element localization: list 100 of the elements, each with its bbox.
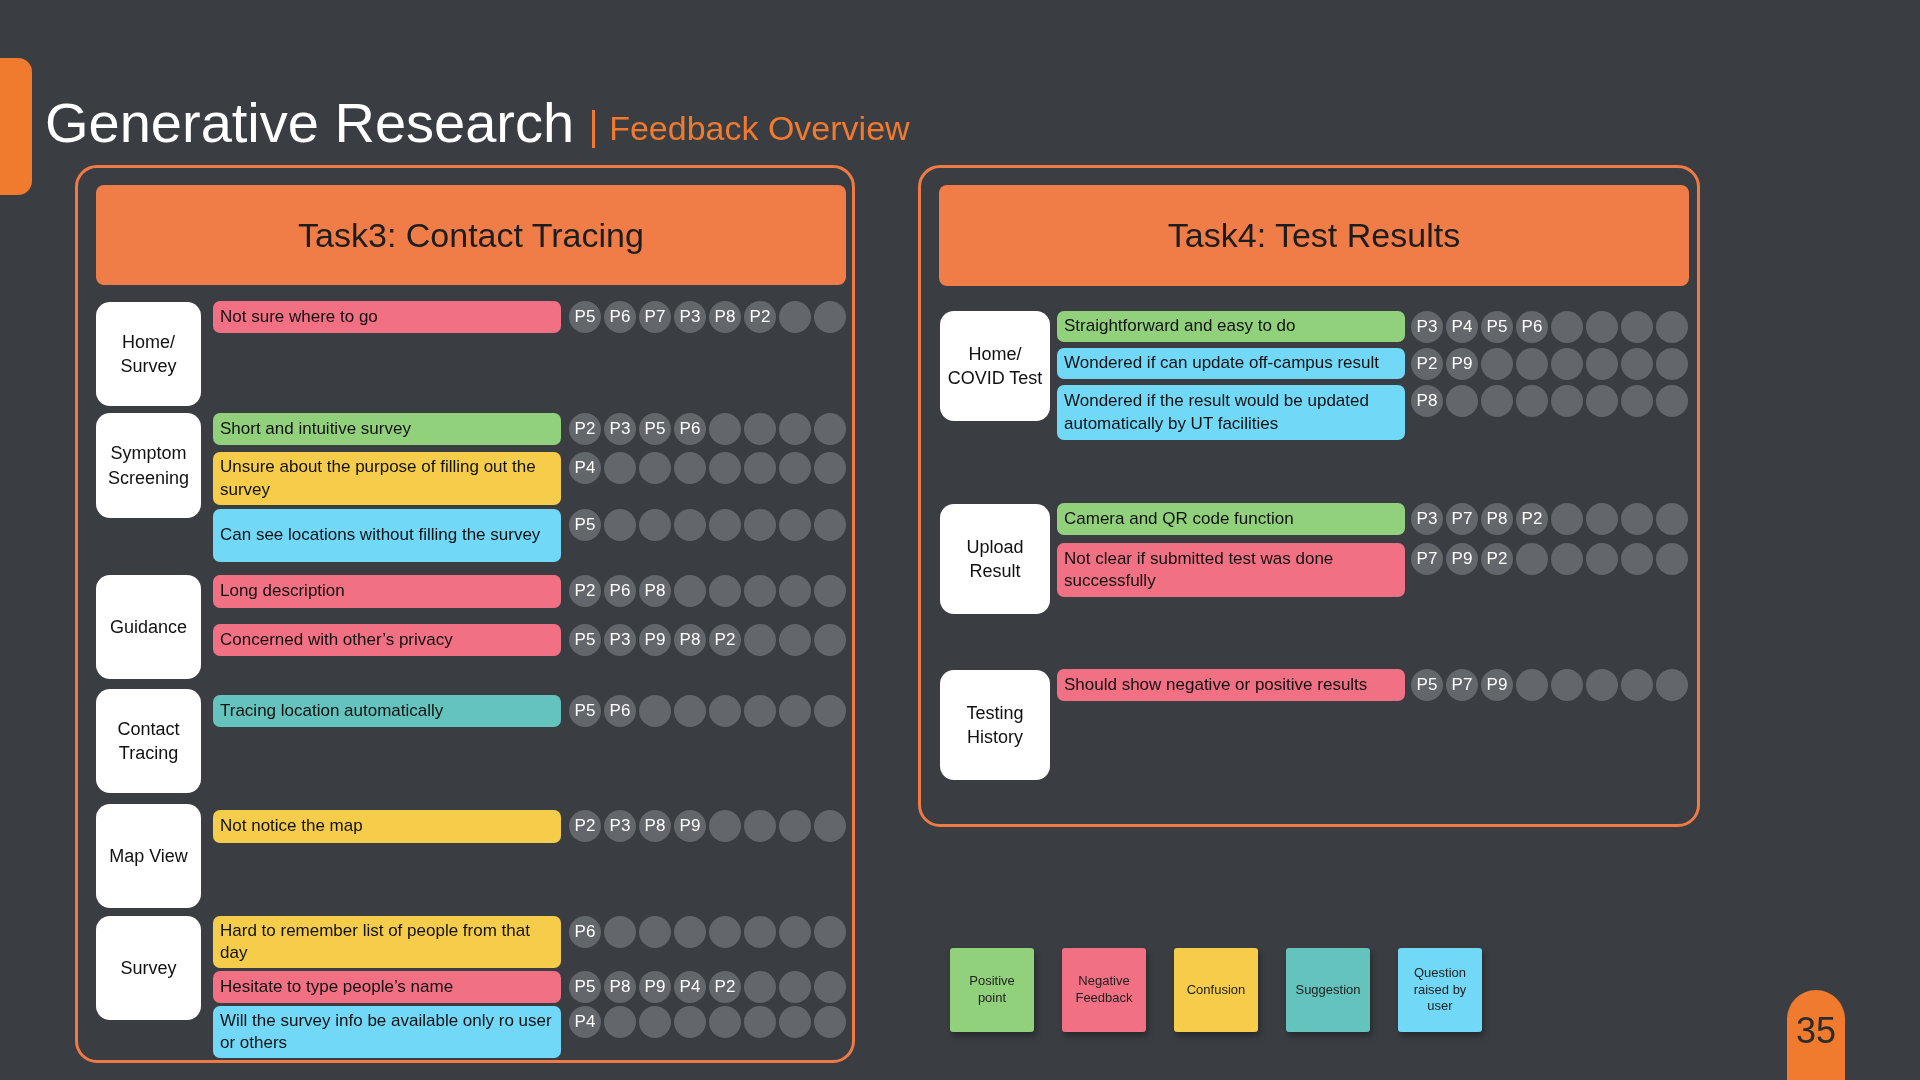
- empty-circle: [744, 509, 776, 541]
- participant-tag: P9: [639, 971, 671, 1003]
- feedback-bar: Long description: [213, 575, 561, 608]
- panel: [75, 165, 855, 1063]
- empty-circle: [814, 695, 846, 727]
- participant-tag: P9: [1446, 348, 1478, 380]
- feedback-bar: Not clear if submitted test was done successfully: [1057, 543, 1405, 597]
- participant-tag: P2: [1481, 543, 1513, 575]
- participant-tag: P3: [604, 413, 636, 445]
- empty-circle: [1551, 669, 1583, 701]
- participant-tag: P6: [1516, 311, 1548, 343]
- participant-tag: P6: [569, 916, 601, 948]
- empty-circle: [1551, 348, 1583, 380]
- empty-circle: [1621, 348, 1653, 380]
- participant-tag: P4: [569, 1006, 601, 1038]
- empty-circle: [709, 509, 741, 541]
- panel: [918, 165, 1700, 827]
- feedback-bar: Wondered if the result would be updated automatically by UT facilities: [1057, 385, 1405, 440]
- empty-circle: [709, 810, 741, 842]
- empty-circle: [1446, 385, 1478, 417]
- legend-swatch: Positive point: [950, 948, 1034, 1032]
- empty-circle: [1656, 503, 1688, 535]
- empty-circle: [709, 413, 741, 445]
- empty-circle: [1656, 311, 1688, 343]
- participant-tag: P2: [744, 301, 776, 333]
- empty-circle: [779, 452, 811, 484]
- feedback-bar: Can see locations without filling the survey: [213, 509, 561, 562]
- empty-circle: [814, 624, 846, 656]
- empty-circle: [814, 413, 846, 445]
- empty-circle: [814, 301, 846, 333]
- legend-swatch: Question raised by user: [1398, 948, 1482, 1032]
- empty-circle: [1586, 503, 1618, 535]
- empty-circle: [1551, 503, 1583, 535]
- empty-circle: [779, 413, 811, 445]
- empty-circle: [1621, 311, 1653, 343]
- participant-tag: P2: [569, 413, 601, 445]
- empty-circle: [1516, 669, 1548, 701]
- empty-circle: [674, 695, 706, 727]
- empty-circle: [1621, 385, 1653, 417]
- participant-tag: P2: [569, 810, 601, 842]
- empty-circle: [1621, 543, 1653, 575]
- participant-tag: P3: [674, 301, 706, 333]
- empty-circle: [709, 1006, 741, 1038]
- participant-tag: P8: [709, 301, 741, 333]
- empty-circle: [709, 916, 741, 948]
- empty-circle: [1586, 348, 1618, 380]
- empty-circle: [709, 575, 741, 607]
- participant-tag: P5: [569, 971, 601, 1003]
- participant-tag: P6: [674, 413, 706, 445]
- feedback-bar: Short and intuitive survey: [213, 413, 561, 445]
- empty-circle: [744, 413, 776, 445]
- participant-tag: P9: [1446, 543, 1478, 575]
- participant-tag: P6: [604, 575, 636, 607]
- feedback-bar: Wondered if can update off-campus result: [1057, 348, 1405, 379]
- empty-circle: [1656, 385, 1688, 417]
- participant-tag: P3: [604, 810, 636, 842]
- empty-circle: [709, 695, 741, 727]
- empty-circle: [639, 916, 671, 948]
- legend-swatch: Confusion: [1174, 948, 1258, 1032]
- empty-circle: [779, 810, 811, 842]
- participant-tag: P3: [1411, 503, 1443, 535]
- empty-circle: [744, 971, 776, 1003]
- subtitle: Feedback Overview: [592, 110, 910, 148]
- category-box: Symptom Screening: [96, 413, 201, 518]
- participant-tag: P5: [639, 413, 671, 445]
- empty-circle: [604, 452, 636, 484]
- empty-circle: [779, 1006, 811, 1038]
- empty-circle: [674, 575, 706, 607]
- empty-circle: [1586, 385, 1618, 417]
- category-box: Testing History: [940, 670, 1050, 780]
- feedback-bar: Hesitate to type people’s name: [213, 971, 561, 1003]
- participant-tag: P4: [569, 452, 601, 484]
- participant-tag: P3: [1411, 311, 1443, 343]
- empty-circle: [1516, 385, 1548, 417]
- participant-tag: P8: [604, 971, 636, 1003]
- page-number: 35: [1787, 990, 1845, 1080]
- participant-tag: P8: [1481, 503, 1513, 535]
- empty-circle: [744, 452, 776, 484]
- empty-circle: [1586, 311, 1618, 343]
- empty-circle: [744, 575, 776, 607]
- participant-tag: P3: [604, 624, 636, 656]
- participant-tag: P5: [569, 301, 601, 333]
- empty-circle: [604, 1006, 636, 1038]
- empty-circle: [814, 971, 846, 1003]
- empty-circle: [744, 624, 776, 656]
- empty-circle: [814, 810, 846, 842]
- empty-circle: [604, 509, 636, 541]
- participant-tag: P5: [569, 624, 601, 656]
- category-box: Contact Tracing: [96, 689, 201, 793]
- empty-circle: [1656, 669, 1688, 701]
- feedback-bar: Straightforward and easy to do: [1057, 311, 1405, 342]
- category-box: Map View: [96, 804, 201, 908]
- empty-circle: [814, 1006, 846, 1038]
- empty-circle: [1621, 669, 1653, 701]
- participant-tag: P7: [1411, 543, 1443, 575]
- empty-circle: [744, 810, 776, 842]
- empty-circle: [639, 1006, 671, 1038]
- legend-swatch: Suggestion: [1286, 948, 1370, 1032]
- participant-tag: P8: [1411, 385, 1443, 417]
- participant-tag: P8: [674, 624, 706, 656]
